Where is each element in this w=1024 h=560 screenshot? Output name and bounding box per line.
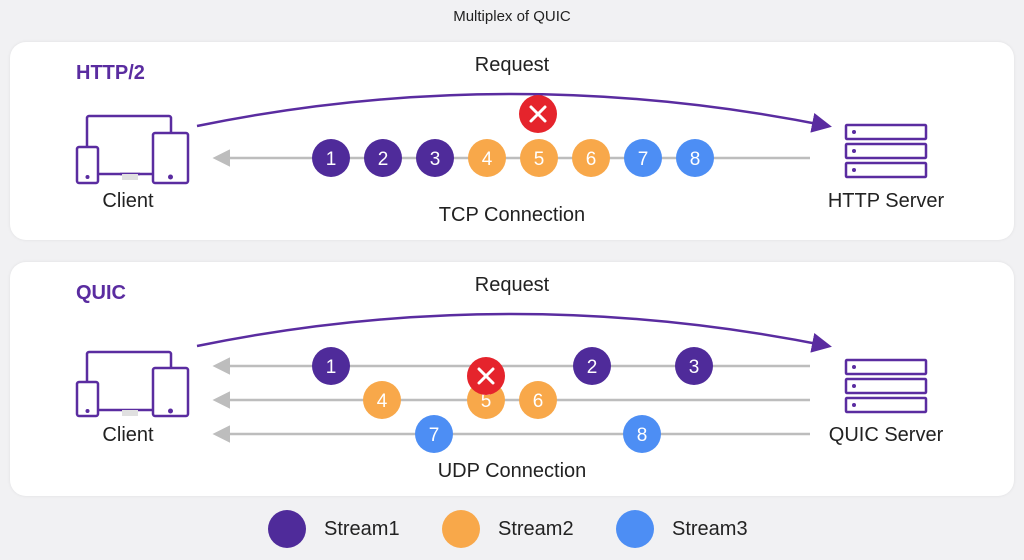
quic-client-label: Client [102, 424, 154, 446]
http2-request-arrow [196, 92, 832, 133]
http2-server-label: HTTP Server [827, 190, 945, 212]
legend-item-stream1: Stream1 [268, 510, 400, 548]
quic-packet-1: 1 [312, 347, 350, 385]
diagram-title: Multiplex of QUIC [453, 8, 571, 25]
http2-diagram: 1 2 3 4 5 6 7 8 [75, 92, 928, 185]
quic-packet-2-circle [573, 347, 611, 385]
http2-packet-3-circle [416, 139, 454, 177]
http-server-icon [844, 123, 928, 179]
client-devices-icon [75, 350, 190, 418]
quic-packet-7: 7 [415, 415, 453, 453]
quic-packet-6-label: 6 [533, 391, 544, 412]
quic-packet-7-circle [415, 415, 453, 453]
http2-packet-4-label: 4 [482, 149, 493, 170]
quic-packet-1-circle [312, 347, 350, 385]
http2-packet-2: 2 [364, 139, 402, 177]
quic-connection-label: UDP Connection [437, 460, 587, 482]
http2-packet-6: 6 [572, 139, 610, 177]
quic-packet-8-label: 8 [637, 425, 648, 446]
stream1-swatch [268, 510, 306, 548]
http2-packet-2-circle [364, 139, 402, 177]
quic-packet-4: 4 [363, 381, 401, 419]
legend-item-stream3: Stream3 [616, 510, 748, 548]
http2-packet-4-circle [468, 139, 506, 177]
quic-packet-6: 6 [519, 381, 557, 419]
quic-packet-5-label: 5 [481, 391, 492, 412]
http2-request-label: Request [474, 54, 550, 76]
http2-packet-loss-icon [519, 95, 557, 133]
stream3-swatch [616, 510, 654, 548]
quic-server-label: QUIC Server [828, 424, 944, 446]
legend-label: Stream2 [498, 517, 574, 540]
quic-packet-8: 8 [623, 415, 661, 453]
legend-label: Stream3 [672, 517, 748, 540]
quic-packet-4-circle [363, 381, 401, 419]
quic-diagram: 1 2 3 4 5 6 7 8 [75, 312, 928, 453]
quic-server-icon [844, 358, 928, 414]
quic-request-label: Request [474, 274, 550, 296]
quic-packet-loss-icon [467, 357, 505, 395]
quic-packet-3-label: 3 [689, 357, 700, 378]
quic-packet-3: 3 [675, 347, 713, 385]
http2-title: HTTP/2 [76, 62, 145, 84]
legend: Stream1 Stream2 Stream3 [0, 508, 1024, 552]
quic-packet-2: 2 [573, 347, 611, 385]
quic-packet-1-label: 1 [326, 357, 337, 378]
http2-packet-4: 4 [468, 139, 506, 177]
quic-packet-3-circle [675, 347, 713, 385]
http2-packet-7: 7 [624, 139, 662, 177]
http2-packet-2-label: 2 [378, 149, 389, 170]
http2-packet-1: 1 [312, 139, 350, 177]
legend-label: Stream1 [324, 517, 400, 540]
http2-packet-7-label: 7 [638, 149, 649, 170]
quic-packet-4-label: 4 [377, 391, 388, 412]
quic-packet-7-label: 7 [429, 425, 440, 446]
http2-packet-3-label: 3 [430, 149, 441, 170]
quic-packet-8-circle [623, 415, 661, 453]
http2-packet-6-label: 6 [586, 149, 597, 170]
http2-panel: HTTP/2 [10, 42, 1014, 240]
http2-packet-8-circle [676, 139, 714, 177]
http2-client-label: Client [102, 190, 154, 212]
quic-packet-6-circle [519, 381, 557, 419]
http2-packet-3: 3 [416, 139, 454, 177]
http2-packet-8-label: 8 [690, 149, 701, 170]
http2-packet-1-label: 1 [326, 149, 337, 170]
quic-packet-2-label: 2 [587, 357, 598, 378]
client-devices-icon [75, 114, 190, 185]
http2-packet-1-circle [312, 139, 350, 177]
http2-packet-6-circle [572, 139, 610, 177]
http2-packet-7-circle [624, 139, 662, 177]
quic-title: QUIC [76, 282, 126, 304]
stream2-swatch [442, 510, 480, 548]
http2-connection-label: TCP Connection [438, 204, 586, 226]
http2-packet-5: 5 [520, 139, 558, 177]
legend-item-stream2: Stream2 [442, 510, 574, 548]
quic-panel: QUIC 1 2 3 4 5 6 7 8 [10, 262, 1014, 496]
http2-packet-8: 8 [676, 139, 714, 177]
http2-packet-5-label: 5 [534, 149, 545, 170]
quic-request-arrow [196, 312, 832, 353]
http2-packet-5-circle [520, 139, 558, 177]
